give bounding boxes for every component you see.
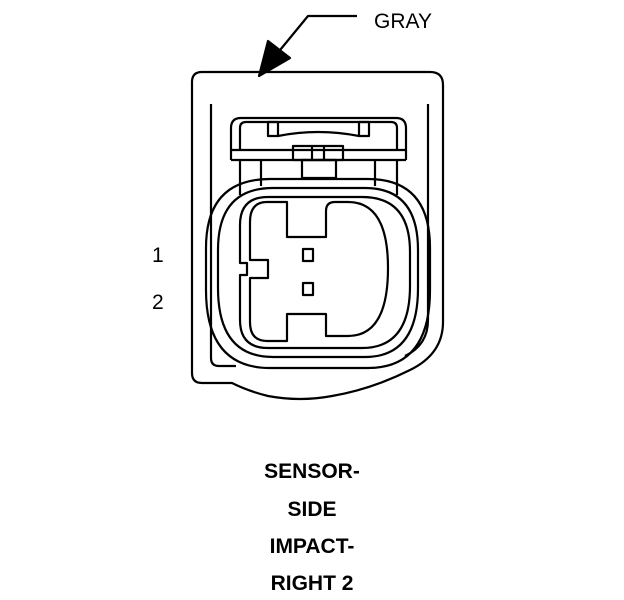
caption-line-2: SIDE <box>287 498 337 521</box>
terminal-key-outline <box>248 200 390 343</box>
connector-seal-inner <box>216 186 420 359</box>
caption-line-3: IMPACT- <box>269 535 355 558</box>
pin-1-terminal <box>301 247 315 263</box>
wire-color-label: GRAY <box>374 10 432 33</box>
pin-2-label: 2 <box>152 291 164 314</box>
terminal-cavity <box>238 195 412 350</box>
lock-latch <box>229 116 408 160</box>
latch-tab <box>291 144 345 162</box>
connector-housing <box>190 70 445 401</box>
housing-inner-outline <box>209 104 236 368</box>
pin-1-label: 1 <box>152 244 164 267</box>
caption-line-1: SENSOR- <box>264 460 360 483</box>
connector-seal-outer <box>204 177 432 370</box>
pin-2-terminal <box>301 281 315 297</box>
caption-line-4: RIGHT 2 <box>270 572 354 595</box>
leader-arrow-icon <box>257 39 292 78</box>
